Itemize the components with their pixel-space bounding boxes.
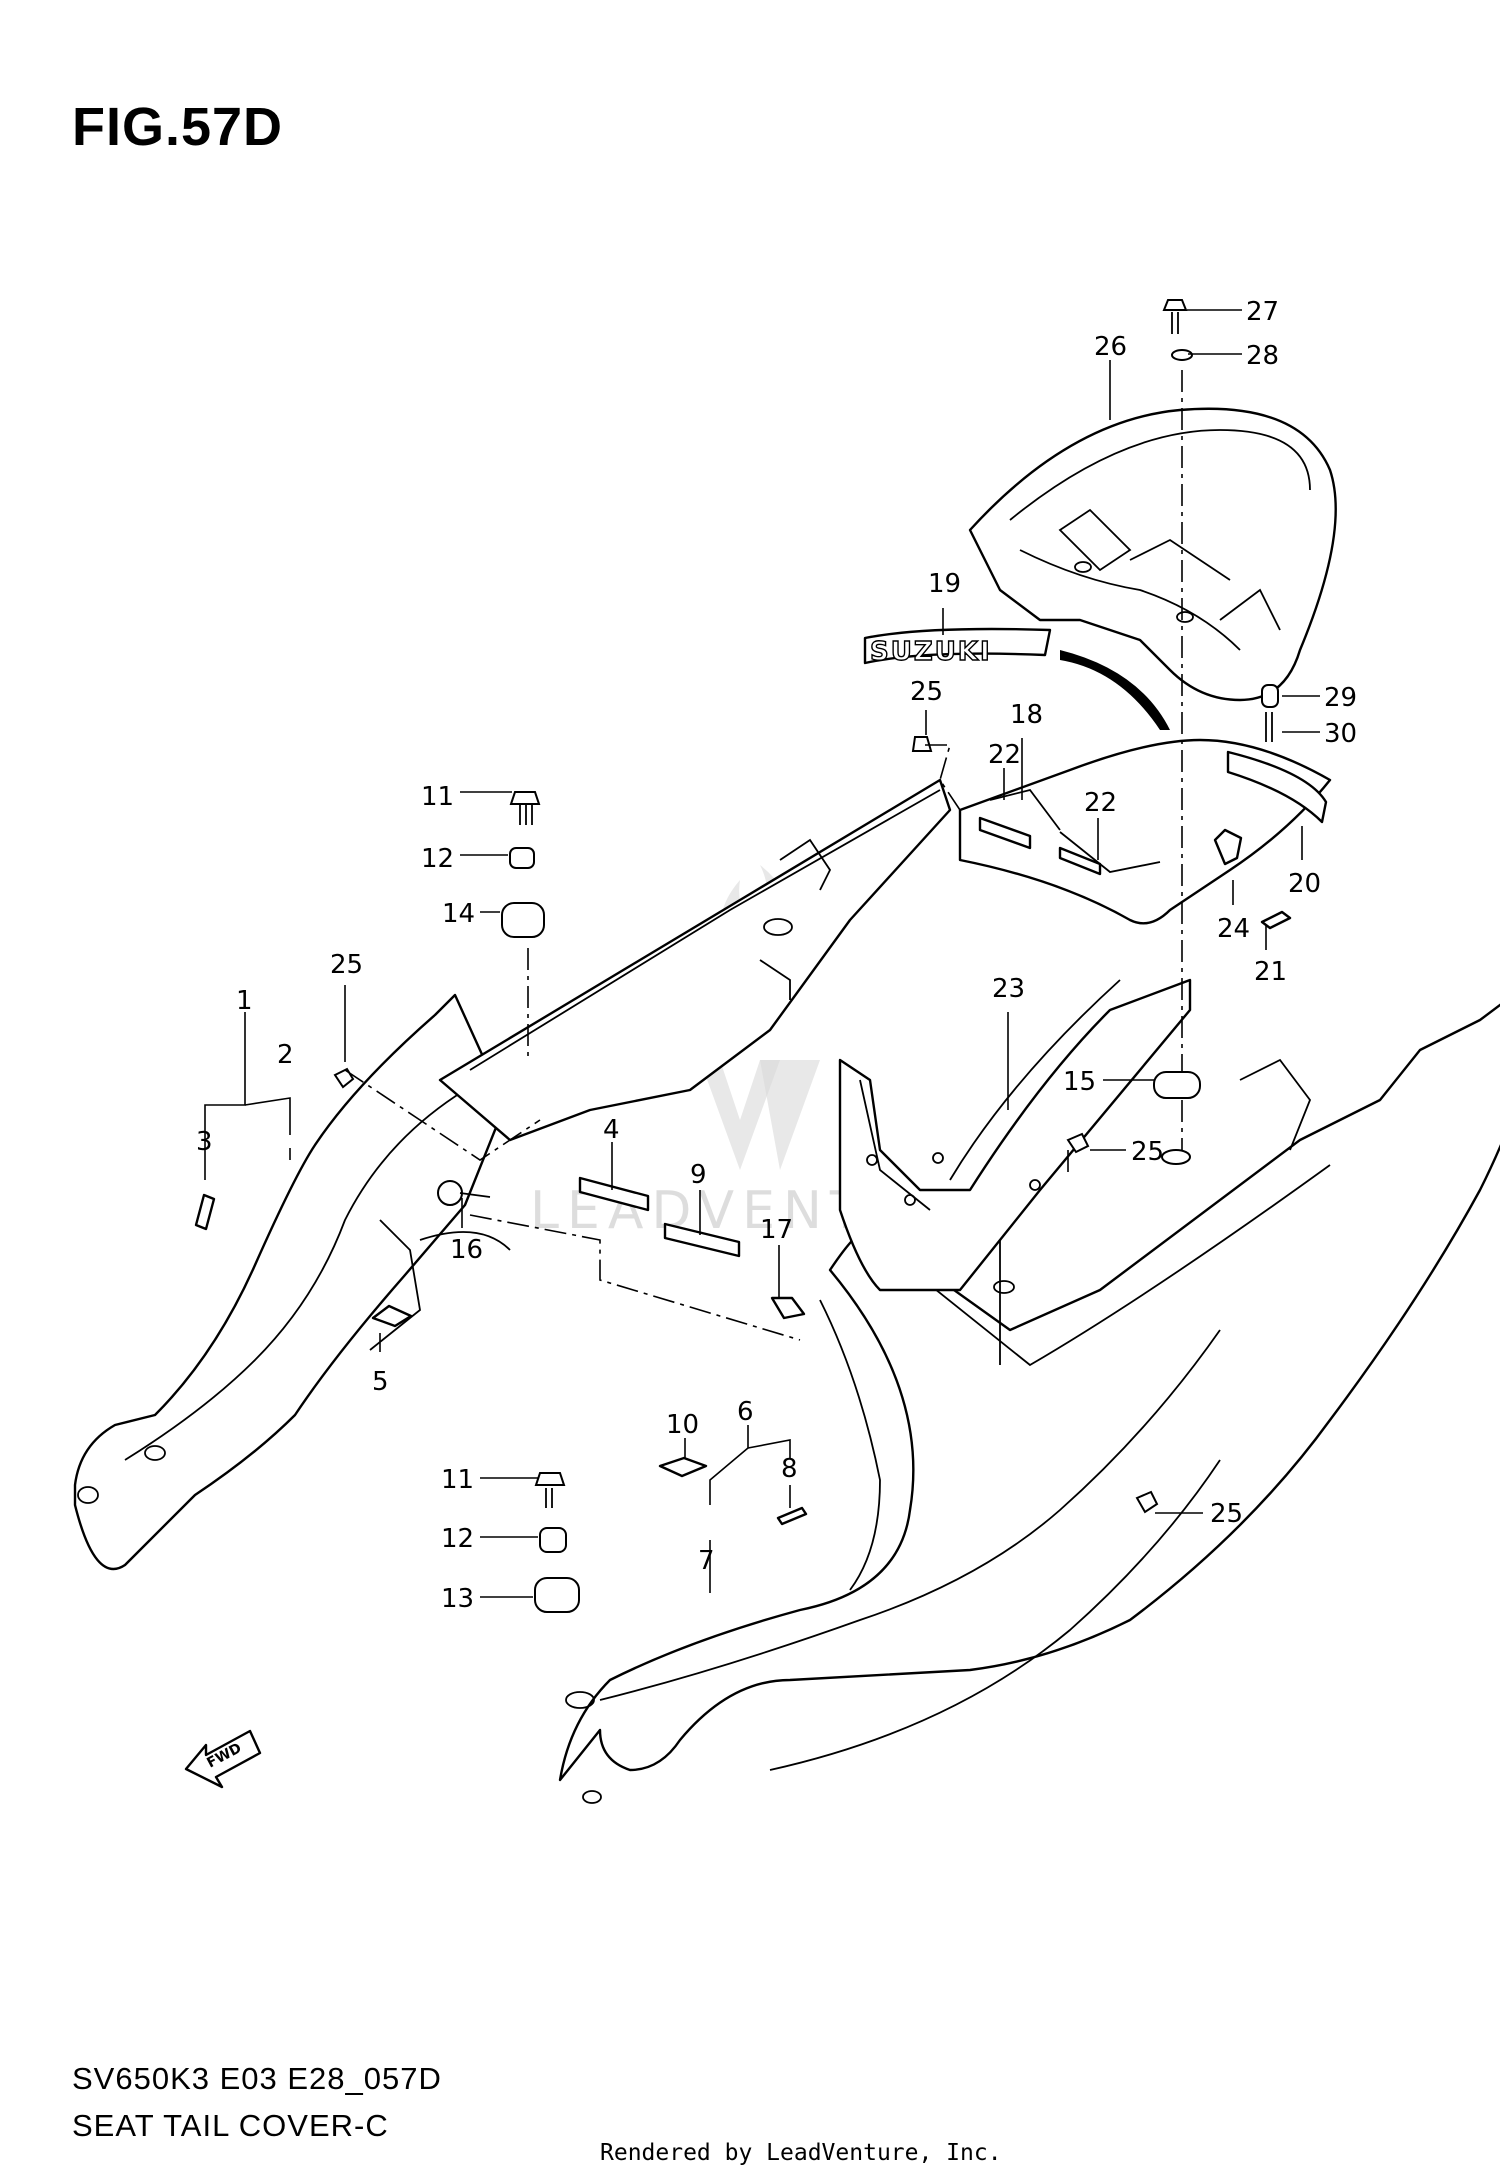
emblem-text: SUZUKI bbox=[870, 637, 992, 667]
callout-8[interactable]: 8 bbox=[781, 1454, 798, 1484]
callout-12b[interactable]: 12 bbox=[441, 1524, 474, 1554]
callout-15[interactable]: 15 bbox=[1063, 1067, 1096, 1097]
left-upper-rail[interactable] bbox=[438, 778, 952, 1142]
fwd-arrow-icon: FWD bbox=[184, 1729, 262, 1789]
part-26-grab-rail[interactable] bbox=[968, 407, 1337, 702]
diagram-name: SEAT TAIL COVER-C bbox=[72, 2108, 389, 2143]
callout-23[interactable]: 23 bbox=[992, 974, 1025, 1004]
callout-7[interactable]: 7 bbox=[698, 1546, 715, 1576]
callout-14[interactable]: 14 bbox=[442, 899, 475, 929]
part-5-label[interactable] bbox=[371, 1304, 413, 1328]
callout-25c[interactable]: 25 bbox=[1131, 1137, 1164, 1167]
callout-20[interactable]: 20 bbox=[1288, 869, 1321, 899]
part-10-label[interactable] bbox=[658, 1456, 708, 1478]
part-24-clip[interactable] bbox=[1213, 828, 1243, 866]
callout-9[interactable]: 9 bbox=[690, 1160, 707, 1190]
figure-title: FIG.57D bbox=[72, 97, 284, 157]
part-20-strip[interactable] bbox=[1226, 750, 1328, 824]
callout-17[interactable]: 17 bbox=[760, 1215, 793, 1245]
callout-27[interactable]: 27 bbox=[1246, 297, 1279, 327]
part-21-label[interactable] bbox=[1260, 910, 1292, 930]
part-22-pads[interactable] bbox=[978, 816, 1102, 876]
callout-21[interactable]: 21 bbox=[1254, 957, 1287, 987]
callout-labels: 1 2 3 4 5 6 7 8 9 10 11 11 12 12 13 14 1… bbox=[196, 297, 1357, 1614]
callout-11a[interactable]: 11 bbox=[421, 782, 454, 812]
callout-26[interactable]: 26 bbox=[1094, 332, 1127, 362]
seat-arc bbox=[1060, 650, 1170, 730]
part-17-clip[interactable] bbox=[770, 1296, 806, 1320]
callout-22b[interactable]: 22 bbox=[1084, 788, 1117, 818]
callout-2[interactable]: 2 bbox=[277, 1040, 294, 1070]
alignment-lines bbox=[344, 370, 1183, 1341]
part-1-left-side-cover[interactable] bbox=[73, 993, 511, 1571]
callout-19[interactable]: 19 bbox=[928, 569, 961, 599]
part-18-seat-cover[interactable] bbox=[958, 738, 1332, 925]
part-19-emblem[interactable]: SUZUKI bbox=[863, 627, 1052, 668]
part-9-strip[interactable] bbox=[663, 1222, 741, 1258]
hardware bbox=[333, 299, 1279, 1613]
part-3-label[interactable] bbox=[194, 1193, 216, 1231]
callout-25a[interactable]: 25 bbox=[910, 677, 943, 707]
callout-10[interactable]: 10 bbox=[666, 1410, 699, 1440]
callout-22a[interactable]: 22 bbox=[988, 740, 1021, 770]
callout-12a[interactable]: 12 bbox=[421, 844, 454, 874]
callout-16[interactable]: 16 bbox=[450, 1235, 483, 1265]
render-credit: Rendered by LeadVenture, Inc. bbox=[600, 2140, 1002, 2166]
part-8-label[interactable] bbox=[776, 1506, 808, 1526]
part-23-frame[interactable] bbox=[838, 978, 1192, 1292]
callout-24[interactable]: 24 bbox=[1217, 914, 1250, 944]
callout-30[interactable]: 30 bbox=[1324, 719, 1357, 749]
model-code: SV650K3 E03 E28_057D bbox=[72, 2061, 442, 2096]
callout-25d[interactable]: 25 bbox=[1210, 1499, 1243, 1529]
callout-4[interactable]: 4 bbox=[603, 1115, 620, 1145]
leader-lines bbox=[204, 309, 1320, 1598]
callout-25b[interactable]: 25 bbox=[330, 950, 363, 980]
callout-18[interactable]: 18 bbox=[1010, 700, 1043, 730]
tail-cover-main[interactable] bbox=[558, 989, 1500, 1804]
callout-28[interactable]: 28 bbox=[1246, 341, 1279, 371]
callout-5[interactable]: 5 bbox=[372, 1367, 389, 1397]
callout-29[interactable]: 29 bbox=[1324, 683, 1357, 713]
callout-6[interactable]: 6 bbox=[737, 1397, 754, 1427]
callout-11b[interactable]: 11 bbox=[441, 1465, 474, 1495]
callout-3[interactable]: 3 bbox=[196, 1127, 213, 1157]
callout-1[interactable]: 1 bbox=[236, 986, 253, 1016]
part-4-strip[interactable] bbox=[578, 1176, 650, 1212]
callout-13[interactable]: 13 bbox=[441, 1584, 474, 1614]
